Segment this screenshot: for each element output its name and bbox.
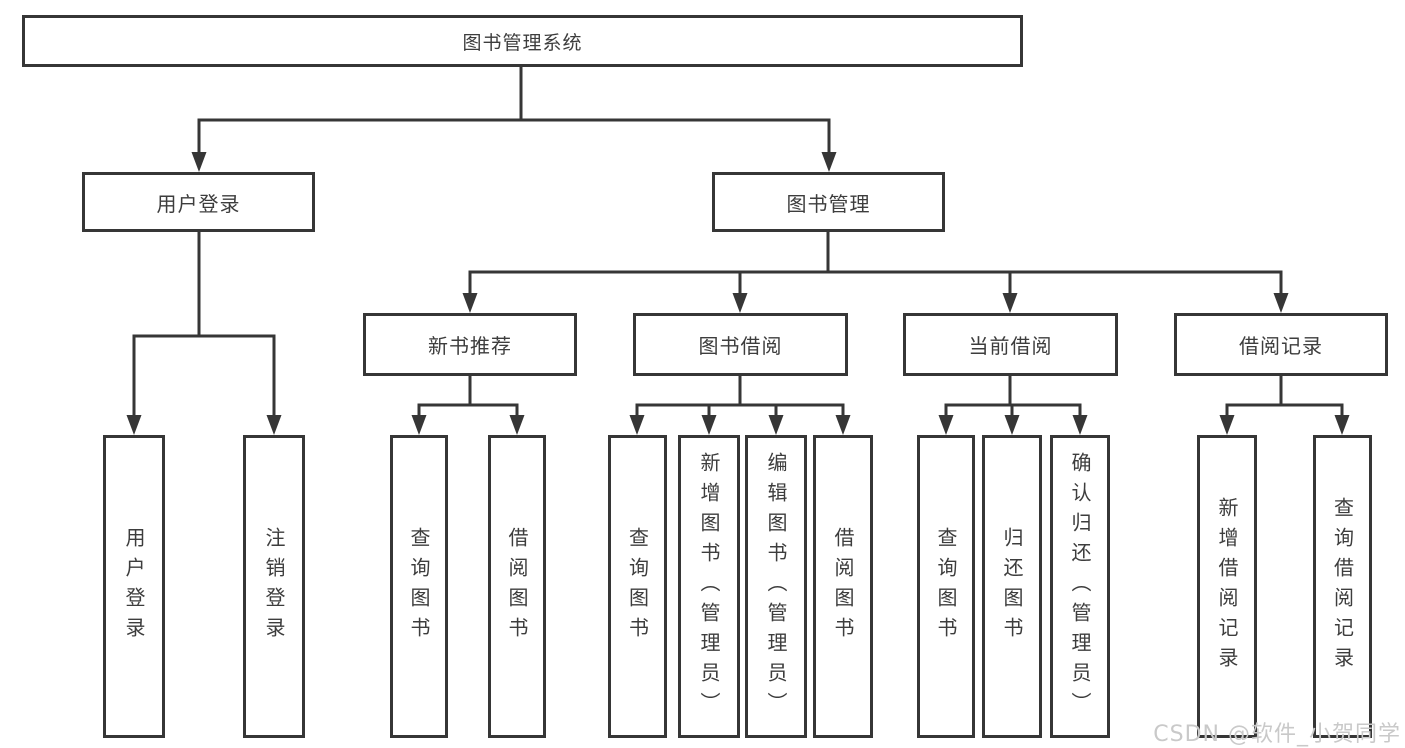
node-label: 确认归还（管理员）	[1068, 451, 1092, 722]
node-label: 新书推荐	[428, 334, 512, 358]
csdn-watermark: CSDN @软件_小贺同学	[1153, 722, 1401, 747]
node-label: 归还图书	[1000, 526, 1024, 647]
node-label: 图书管理	[786, 191, 871, 216]
leaf-user-login: 用户登录	[103, 435, 165, 738]
node-label: 查询借阅记录	[1330, 496, 1355, 677]
leaf-borrow-books: 借阅图书	[813, 435, 873, 738]
node-book-borrow: 图书借阅	[633, 313, 848, 376]
node-label: 注销登录	[262, 526, 286, 647]
leaf-add-books-admin: 新增图书（管理员）	[678, 435, 740, 738]
node-borrow-records: 借阅记录	[1174, 313, 1388, 376]
node-library-management-system: 图书管理系统	[22, 15, 1023, 67]
node-label: 查询图书	[934, 526, 958, 647]
leaf-query-books-borrow: 查询图书	[608, 435, 667, 738]
node-label: 借阅图书	[505, 526, 529, 647]
node-label: 查询图书	[407, 526, 431, 647]
leaf-query-books-current: 查询图书	[917, 435, 975, 738]
node-user-login: 用户登录	[82, 172, 315, 232]
leaf-query-borrow-record: 查询借阅记录	[1313, 435, 1372, 738]
node-book-management: 图书管理	[712, 172, 945, 232]
node-label: 借阅图书	[831, 526, 855, 647]
node-current-borrow: 当前借阅	[903, 313, 1118, 376]
leaf-borrow-books-recommend: 借阅图书	[488, 435, 546, 738]
leaf-logout: 注销登录	[243, 435, 305, 738]
node-label: 用户登录	[156, 191, 241, 216]
node-label: 用户登录	[122, 526, 146, 647]
node-new-book-recommend: 新书推荐	[363, 313, 577, 376]
node-label: 图书借阅	[698, 334, 783, 358]
node-label: 图书管理系统	[462, 31, 583, 54]
node-label: 编辑图书（管理员）	[764, 451, 788, 722]
leaf-return-books: 归还图书	[982, 435, 1042, 738]
node-label: 新增图书（管理员）	[697, 451, 721, 722]
node-label: 新增借阅记录	[1215, 496, 1239, 677]
node-label: 借阅记录	[1239, 334, 1323, 358]
arrowhead-icons	[126, 152, 1350, 435]
node-label: 查询图书	[625, 526, 650, 647]
leaf-edit-books-admin: 编辑图书（管理员）	[745, 435, 807, 738]
node-label: 当前借阅	[968, 334, 1053, 358]
leaf-confirm-return-admin: 确认归还（管理员）	[1050, 435, 1110, 738]
leaf-query-books-recommend: 查询图书	[390, 435, 448, 738]
leaf-add-borrow-record: 新增借阅记录	[1197, 435, 1257, 738]
